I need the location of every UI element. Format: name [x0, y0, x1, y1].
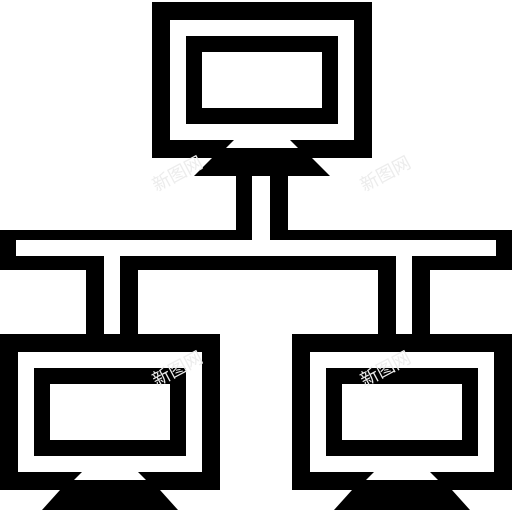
network-connectors: [0, 176, 512, 334]
top-monitor-icon: [152, 2, 372, 176]
bottom-right-monitor-icon: [292, 334, 512, 510]
bottom-left-monitor-icon: [0, 334, 220, 510]
